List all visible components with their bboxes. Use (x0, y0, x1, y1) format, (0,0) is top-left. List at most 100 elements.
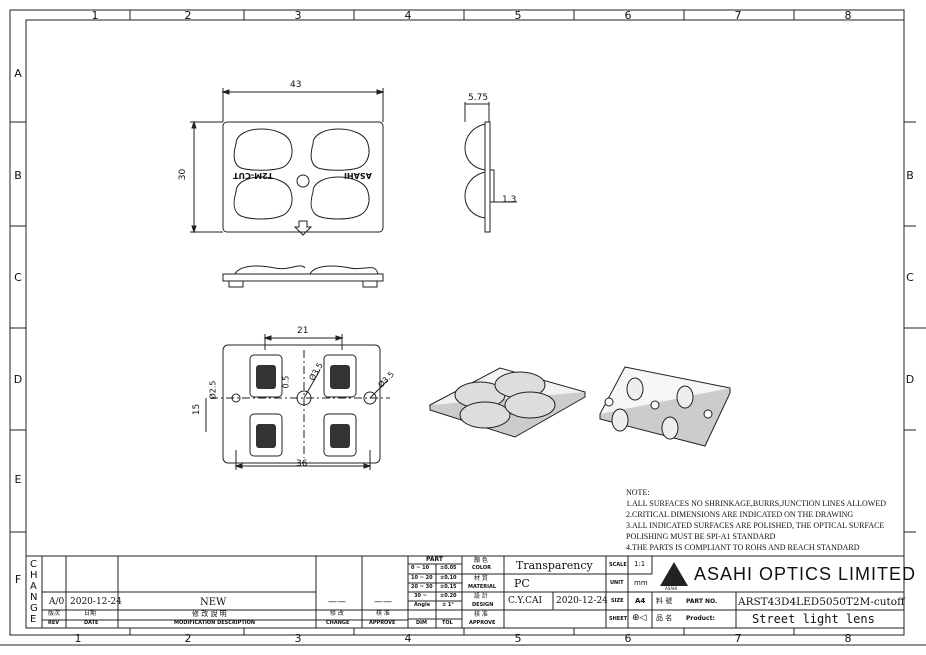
tol-range-3: 20 ~ 30 (411, 584, 433, 590)
spec-material-value: PC (514, 577, 530, 590)
part-no-cn: 料 號 (656, 597, 673, 605)
hdr-change: CHANGE (326, 620, 350, 626)
company-logo (660, 562, 688, 586)
tol-value-5: ± 1° (442, 602, 454, 608)
lens-top-right (310, 128, 370, 171)
note-line-5: 4.THE PARTS IS COMPLIANT TO ROHS AND REA… (626, 543, 860, 552)
spec-material: MATERIAL (468, 584, 497, 590)
change-letter-a: A (30, 581, 37, 592)
spec-color-cn: 顏 色 (474, 557, 488, 564)
projection-icon: ⊕◁ (632, 613, 647, 623)
rev-description: NEW (200, 597, 227, 608)
zone-col-7: 7 (734, 9, 742, 22)
part-no-label: PART NO. (686, 598, 718, 605)
zone-col-4: 4 (404, 9, 412, 22)
part-no-value: ARST43D4LED5050T2M-cutoff (738, 596, 905, 608)
tol-value-1: ±0.05 (440, 565, 457, 571)
zone-col-6-bottom: 6 (624, 632, 632, 645)
zone-col-1-bottom: 1 (74, 632, 82, 645)
zone-col-2-bottom: 2 (184, 632, 192, 645)
side-view (464, 102, 517, 233)
change-letter-n: N (30, 592, 38, 603)
hdr-approve: APPROVE (369, 620, 396, 626)
dim-side-thickness: 5.75 (468, 93, 489, 103)
tol-value-4: ±0.20 (440, 593, 457, 599)
spec-design-date: 2020-12-24 (556, 596, 608, 606)
unit-label: UNIT (610, 580, 624, 586)
product-value: Street light lens (752, 612, 875, 626)
hdr-rev-cn: 版次 (48, 610, 61, 617)
hdr-rev: REV (48, 620, 60, 626)
rev-change: —— (328, 597, 346, 607)
zone-col-1: 1 (91, 9, 99, 22)
spec-design-cn: 設 計 (474, 593, 488, 600)
zone-row-d: D (13, 373, 23, 386)
hdr-desc: MODIFICATION DESCRIPTION (174, 620, 256, 626)
zone-row-d-right: D (905, 373, 915, 386)
product-cn: 品 名 (656, 614, 673, 622)
lens-bottom-left (233, 176, 293, 220)
zone-col-5-bottom: 5 (514, 632, 522, 645)
tol-range-1: 0 ~ 10 (411, 565, 430, 571)
zone-col-6: 6 (624, 9, 632, 22)
tol-tol: TOL (442, 620, 453, 626)
hdr-desc-cn: 修 改 說 明 (192, 610, 227, 618)
spec-approve: APPROVE (469, 620, 496, 626)
change-letter-h: H (30, 570, 38, 581)
front-view (222, 265, 384, 288)
zone-row-b-right: B (906, 169, 914, 182)
zone-col-8: 8 (844, 9, 852, 22)
scale-value: 1:1 (634, 560, 646, 568)
unit-value: mm (634, 579, 648, 587)
isometric-bottom-view (599, 366, 731, 447)
scale-label: SCALE (609, 562, 627, 568)
spec-material-cn: 材 質 (474, 575, 488, 582)
change-letter-e: E (30, 614, 37, 625)
note-line-3: 3.ALL INDICATED SURFACES ARE POLISHED, T… (626, 521, 885, 530)
hdr-approve-cn: 核 准 (376, 610, 390, 617)
lens-top-left (233, 128, 293, 171)
zone-col-7-bottom: 7 (734, 632, 742, 645)
logo-text: ASAHI (665, 586, 678, 591)
zone-row-e: E (14, 473, 22, 486)
tol-dim: DIM (416, 620, 427, 626)
zone-row-c: C (14, 271, 22, 284)
note-line-4: POLISHING MUST BE SPI-A1 STANDARD (626, 532, 776, 541)
hdr-date: DATE (84, 620, 99, 626)
hdr-date-cn: 日期 (84, 610, 97, 617)
sheet-label: SHEET (609, 616, 628, 622)
tol-value-3: ±0.15 (440, 584, 457, 590)
tol-title: PART (426, 556, 443, 563)
zone-col-3: 3 (294, 9, 302, 22)
dim-side-step: 1.3 (502, 195, 517, 205)
dim-bottom-width: 36 (296, 459, 308, 469)
change-letter-g: G (30, 603, 38, 614)
zone-row-f: F (14, 573, 22, 586)
zone-col-4-bottom: 4 (404, 632, 412, 645)
top-view (190, 88, 385, 236)
size-label: SIZE (611, 598, 624, 604)
bottom-view (205, 334, 390, 470)
dim-bottom-pitch: 21 (297, 326, 309, 336)
company-name: ASAHI OPTICS LIMITED (694, 564, 917, 584)
tol-range-4: 30 ~ (414, 593, 427, 599)
rev-value: A/0 (49, 597, 65, 607)
lens-bottom-right (310, 176, 370, 220)
tol-value-2: ±0.10 (440, 575, 457, 581)
note-title: NOTE: (626, 488, 650, 497)
change-letter-c: C (30, 559, 37, 570)
note-line-1: 1.ALL SURFACES NO SHRINKAGE,BURRS,JUNCTI… (626, 499, 887, 508)
zone-col-3-bottom: 3 (294, 632, 302, 645)
isometric-top-view (428, 367, 587, 438)
spec-design: DESIGN (472, 602, 494, 608)
spec-approve-cn: 核 准 (474, 611, 488, 618)
dim-top-width: 43 (290, 80, 302, 90)
zone-col-2: 2 (184, 9, 192, 22)
hdr-change-cn: 修 改 (330, 610, 344, 617)
spec-color-value: Transparency (516, 559, 593, 572)
zone-row-b: B (14, 169, 22, 182)
tol-range-5: Angle (414, 602, 431, 608)
product-label: Product: (686, 615, 715, 622)
